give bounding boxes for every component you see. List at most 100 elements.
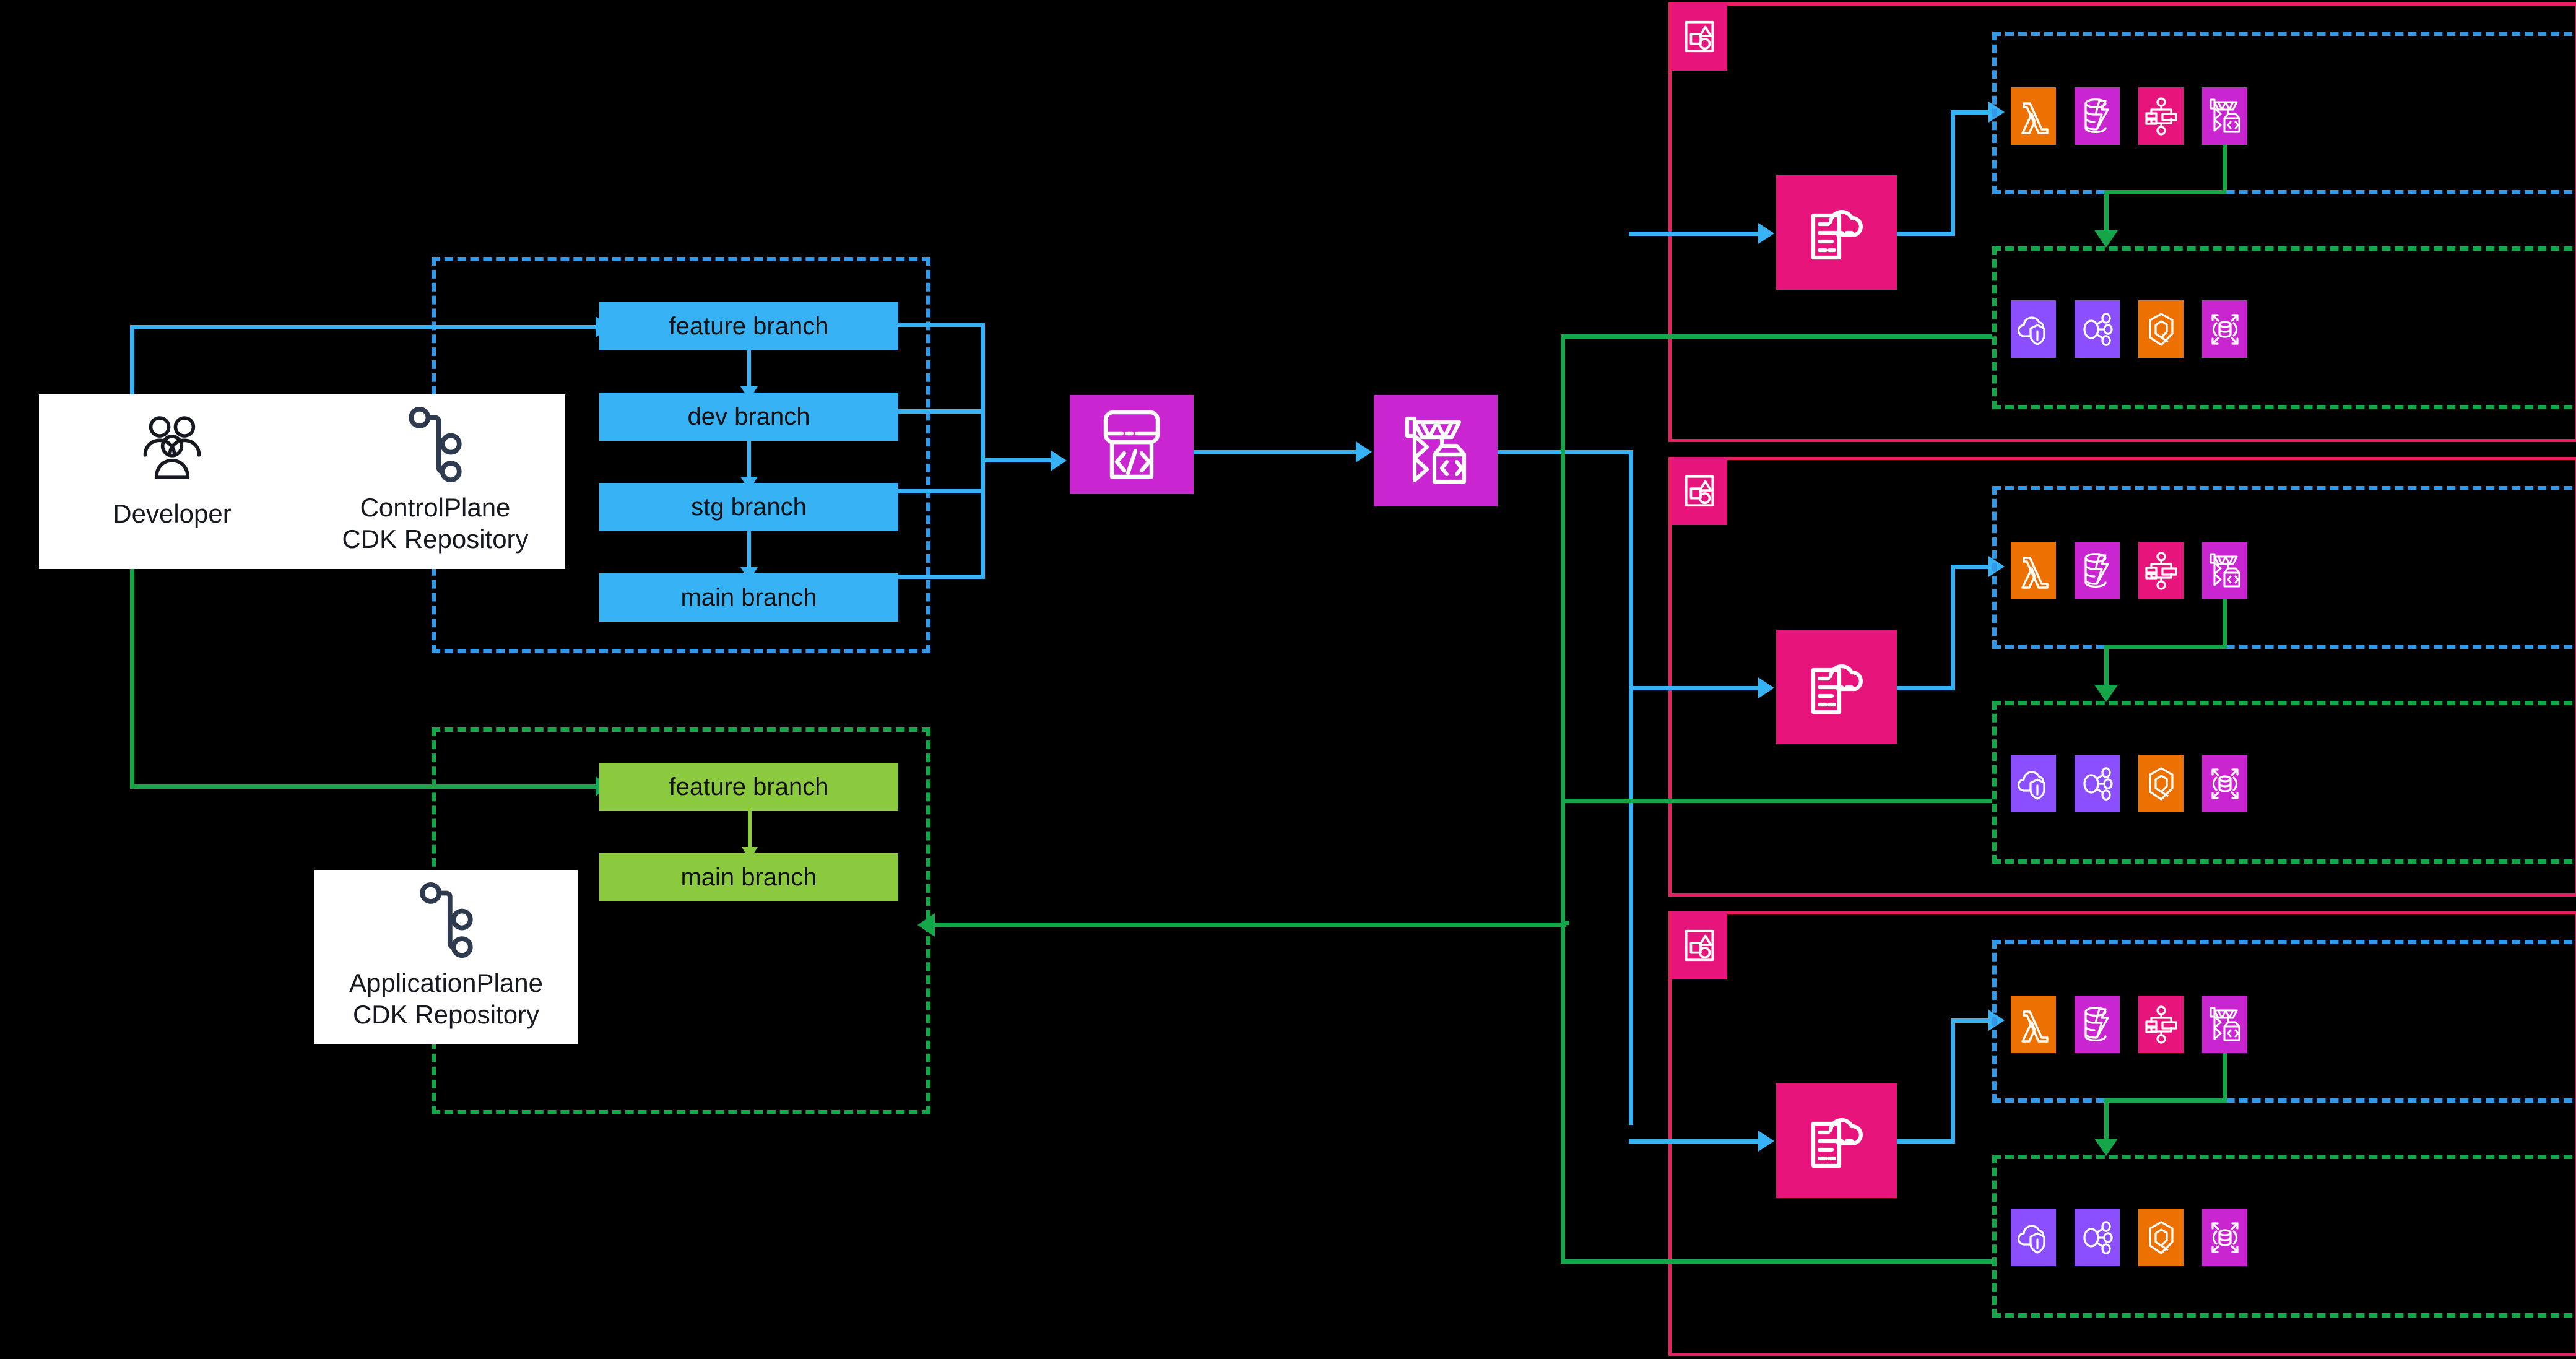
cp-bus-from-stg: [898, 489, 985, 493]
eventbridge-icon: [2081, 766, 2114, 802]
env-1-applicationplane-group: [1992, 246, 2576, 409]
env-2-lambda-tile[interactable]: [2011, 542, 2056, 599]
env-3-green-feed: [1561, 1259, 1992, 1264]
env-3-cfn-to-group: [1897, 1139, 1955, 1144]
aurora-icon: [2209, 766, 2241, 802]
cp-branch-stg[interactable]: stg branch: [599, 483, 898, 531]
env-3-arrow-into-cp-group: [1988, 1010, 2005, 1031]
cp-branch-chain-3: [747, 531, 751, 575]
env-3-aurora-tile[interactable]: [2202, 1209, 2247, 1266]
cp-branch-main[interactable]: main branch: [599, 573, 898, 622]
cp-bus-from-dev: [898, 409, 985, 414]
env-1-eventbridge-tile[interactable]: [2075, 300, 2120, 358]
step-functions-icon: [2144, 97, 2177, 136]
dynamodb-icon: [2082, 97, 2113, 136]
lambda-icon: [2019, 1005, 2049, 1044]
env-2-arrow-into-cp-group: [1988, 556, 2005, 577]
env-3-green-run: [2104, 1098, 2227, 1103]
env-1-stepfunctions-tile[interactable]: [2138, 87, 2184, 145]
cp-branch-chain-2: [747, 441, 751, 484]
users-icon: [136, 412, 208, 488]
env-2-aurora-tile[interactable]: [2202, 755, 2247, 812]
env-2-arrow-into-cfn: [1758, 677, 1774, 698]
env-1-arrow-into-cfn: [1758, 223, 1774, 244]
cp-branch-dev[interactable]: dev branch: [599, 393, 898, 441]
env-3-cfn-riser: [1951, 1018, 1955, 1144]
aws-account-icon: [1680, 926, 1719, 965]
env-2-eventbridge-tile[interactable]: [2075, 755, 2120, 812]
env-2-green-feed: [1561, 799, 1992, 803]
env-2-codebuild-tile[interactable]: [2202, 542, 2247, 599]
lambda-icon: [2019, 552, 2049, 590]
env-1-dynamodb-tile[interactable]: [2075, 87, 2120, 145]
arrow-return-to-applicationplane: [917, 913, 935, 937]
applicationplane-repo-card: ApplicationPlane CDK Repository: [314, 870, 578, 1044]
env-2-cloudsecurity-tile[interactable]: [2011, 755, 2056, 812]
cloudformation-icon: [1802, 1109, 1871, 1173]
env-1-arrow-into-cp-group: [1988, 102, 2005, 123]
env-1-apprunner-tile[interactable]: [2138, 300, 2184, 358]
env-1-riser-to-group: [1951, 110, 1993, 115]
aws-account-icon: [1680, 472, 1719, 510]
connector-dev-to-cp-vertical: [130, 325, 134, 399]
app-runner-icon: [2145, 1220, 2177, 1256]
step-functions-icon: [2144, 1005, 2177, 1044]
env-3-controlplane-group: [1992, 940, 2576, 1103]
env-1-cloudsecurity-tile[interactable]: [2011, 300, 2056, 358]
env-1-green-feed: [1561, 334, 1992, 339]
env-2-dynamodb-tile[interactable]: [2075, 542, 2120, 599]
env-3-apprunner-tile[interactable]: [2138, 1209, 2184, 1266]
ap-branch-chain-1: [748, 811, 752, 854]
cloud-security-icon: [2017, 766, 2050, 802]
env-3-cloudformation-tile[interactable]: [1776, 1083, 1897, 1198]
cp-bus-trunk: [981, 323, 985, 579]
controlplane-repo-label-line1: ControlPlane: [360, 493, 511, 522]
env-3-blue-to-cfn: [1629, 1139, 1762, 1144]
cp-branch-feature[interactable]: feature branch: [599, 302, 898, 350]
env-1-controlplane-group: [1992, 32, 2576, 194]
applicationplane-repo-label-line1: ApplicationPlane: [349, 968, 543, 997]
env-1-green-drop-a: [2223, 145, 2227, 194]
env-2-apprunner-tile[interactable]: [2138, 755, 2184, 812]
codebuild-icon: [1401, 412, 1470, 490]
env-3-green-drop-b: [2104, 1098, 2109, 1142]
cloud-security-icon: [2017, 311, 2050, 347]
codebuild-tile[interactable]: [1374, 395, 1498, 506]
cloudformation-icon: [1802, 655, 1871, 719]
dynamodb-icon: [2082, 552, 2113, 590]
env-3-dynamodb-tile[interactable]: [2075, 996, 2120, 1053]
env-3-arrow-into-ap-group: [2094, 1139, 2118, 1156]
app-runner-icon: [2145, 311, 2177, 347]
developer-label: Developer: [113, 499, 232, 528]
aurora-icon: [2209, 311, 2241, 347]
eventbridge-icon: [2081, 311, 2114, 347]
env-3-applicationplane-group: [1992, 1155, 2576, 1318]
codecommit-tile[interactable]: [1070, 395, 1194, 494]
env-2-stepfunctions-tile[interactable]: [2138, 542, 2184, 599]
connector-codecommit-to-codebuild: [1194, 450, 1361, 454]
env-1-cfn-riser: [1951, 110, 1955, 236]
dynamodb-icon: [2082, 1005, 2113, 1044]
env-2-cfn-riser: [1951, 565, 1955, 690]
env-3-eventbridge-tile[interactable]: [2075, 1209, 2120, 1266]
eventbridge-icon: [2081, 1220, 2114, 1256]
ap-branch-main[interactable]: main branch: [599, 853, 898, 901]
controlplane-repo-card: ControlPlane CDK Repository: [305, 394, 565, 569]
lambda-icon: [2019, 97, 2049, 136]
env-1-codebuild-tile[interactable]: [2202, 87, 2247, 145]
codebuild-icon: [2208, 552, 2242, 590]
env-3-stepfunctions-tile[interactable]: [2138, 996, 2184, 1053]
env-1-aurora-tile[interactable]: [2202, 300, 2247, 358]
aws-account-icon: [1680, 17, 1719, 56]
env-3-cloudsecurity-tile[interactable]: [2011, 1209, 2056, 1266]
env-2-cloudformation-tile[interactable]: [1776, 630, 1897, 744]
ap-branch-feature[interactable]: feature branch: [599, 763, 898, 811]
env-3-codebuild-tile[interactable]: [2202, 996, 2247, 1053]
env-1-lambda-tile[interactable]: [2011, 87, 2056, 145]
env-3-lambda-tile[interactable]: [2011, 996, 2056, 1053]
env-2-green-drop-a: [2223, 599, 2227, 649]
env-1-green-run: [2104, 190, 2227, 194]
cp-bus-to-codecommit: [981, 458, 1055, 462]
env-1-cloudformation-tile[interactable]: [1776, 175, 1897, 290]
